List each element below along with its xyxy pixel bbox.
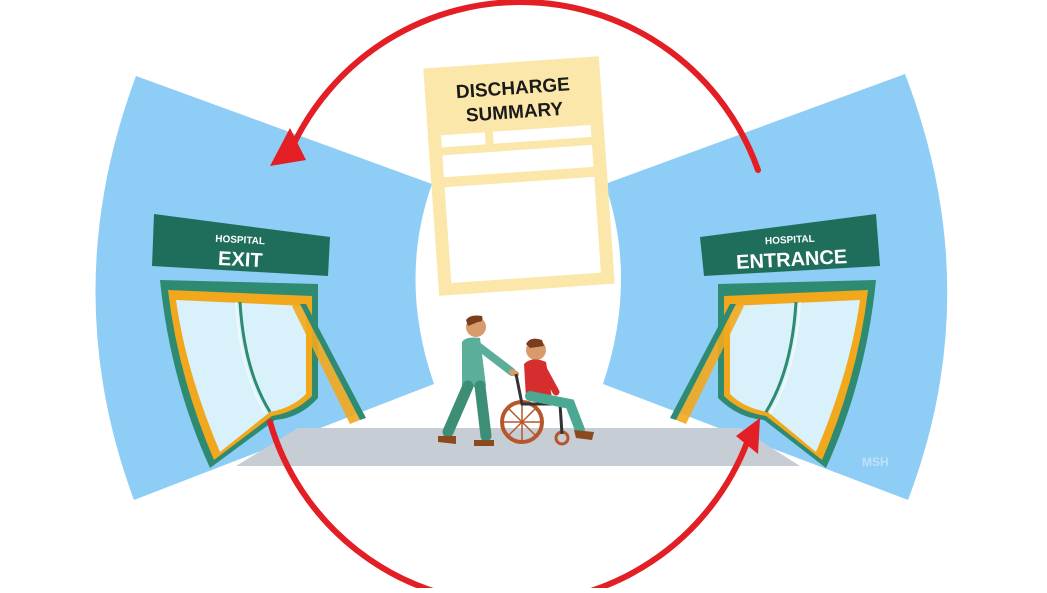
wheelchair xyxy=(500,373,570,446)
entrance-sign: HOSPITAL ENTRANCE xyxy=(700,214,880,276)
bottom-cycle-arrow xyxy=(267,419,751,593)
entrance-sign-small-text: HOSPITAL xyxy=(765,234,815,248)
discharge-summary-document: DISCHARGE SUMMARY xyxy=(423,56,615,296)
entrance-door xyxy=(670,280,876,468)
bottom-arrowhead-icon xyxy=(736,418,760,454)
exit-sign-label: EXIT xyxy=(218,248,264,272)
exit-door xyxy=(160,280,366,468)
hallway-floor xyxy=(236,428,800,466)
exit-sign-small-text: HOSPITAL xyxy=(215,234,265,248)
nurse-figure xyxy=(438,315,519,446)
credit-text: MSH xyxy=(862,455,889,469)
top-arrowhead-icon xyxy=(270,128,306,166)
exit-sign: HOSPITAL EXIT xyxy=(152,214,330,276)
patient-figure xyxy=(524,338,594,440)
top-cycle-arrow xyxy=(287,0,761,173)
